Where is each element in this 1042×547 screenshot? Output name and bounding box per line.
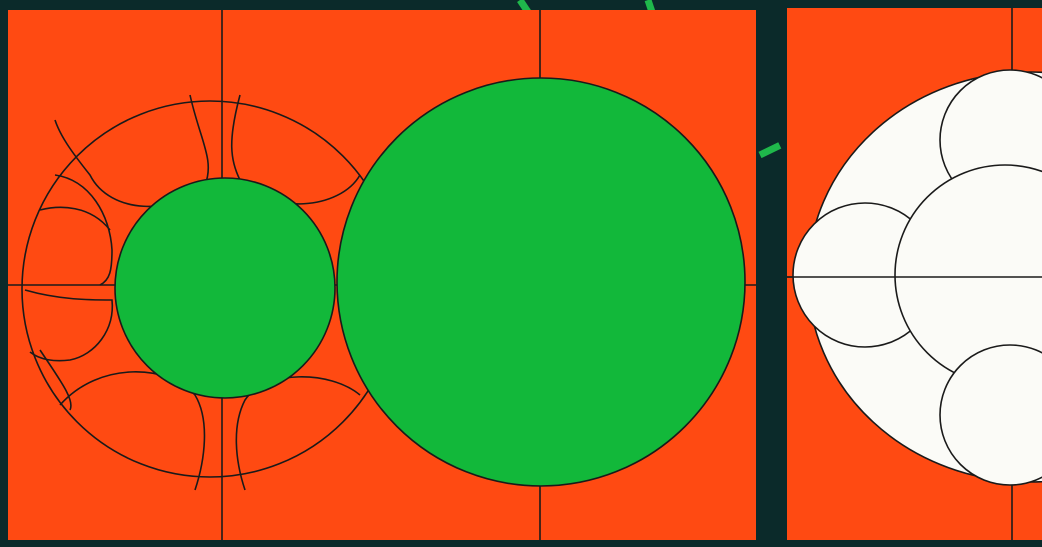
right-panel xyxy=(787,8,1042,540)
large-green-circle xyxy=(337,78,745,486)
left-panel xyxy=(8,10,756,540)
small-green-circle xyxy=(115,178,335,398)
